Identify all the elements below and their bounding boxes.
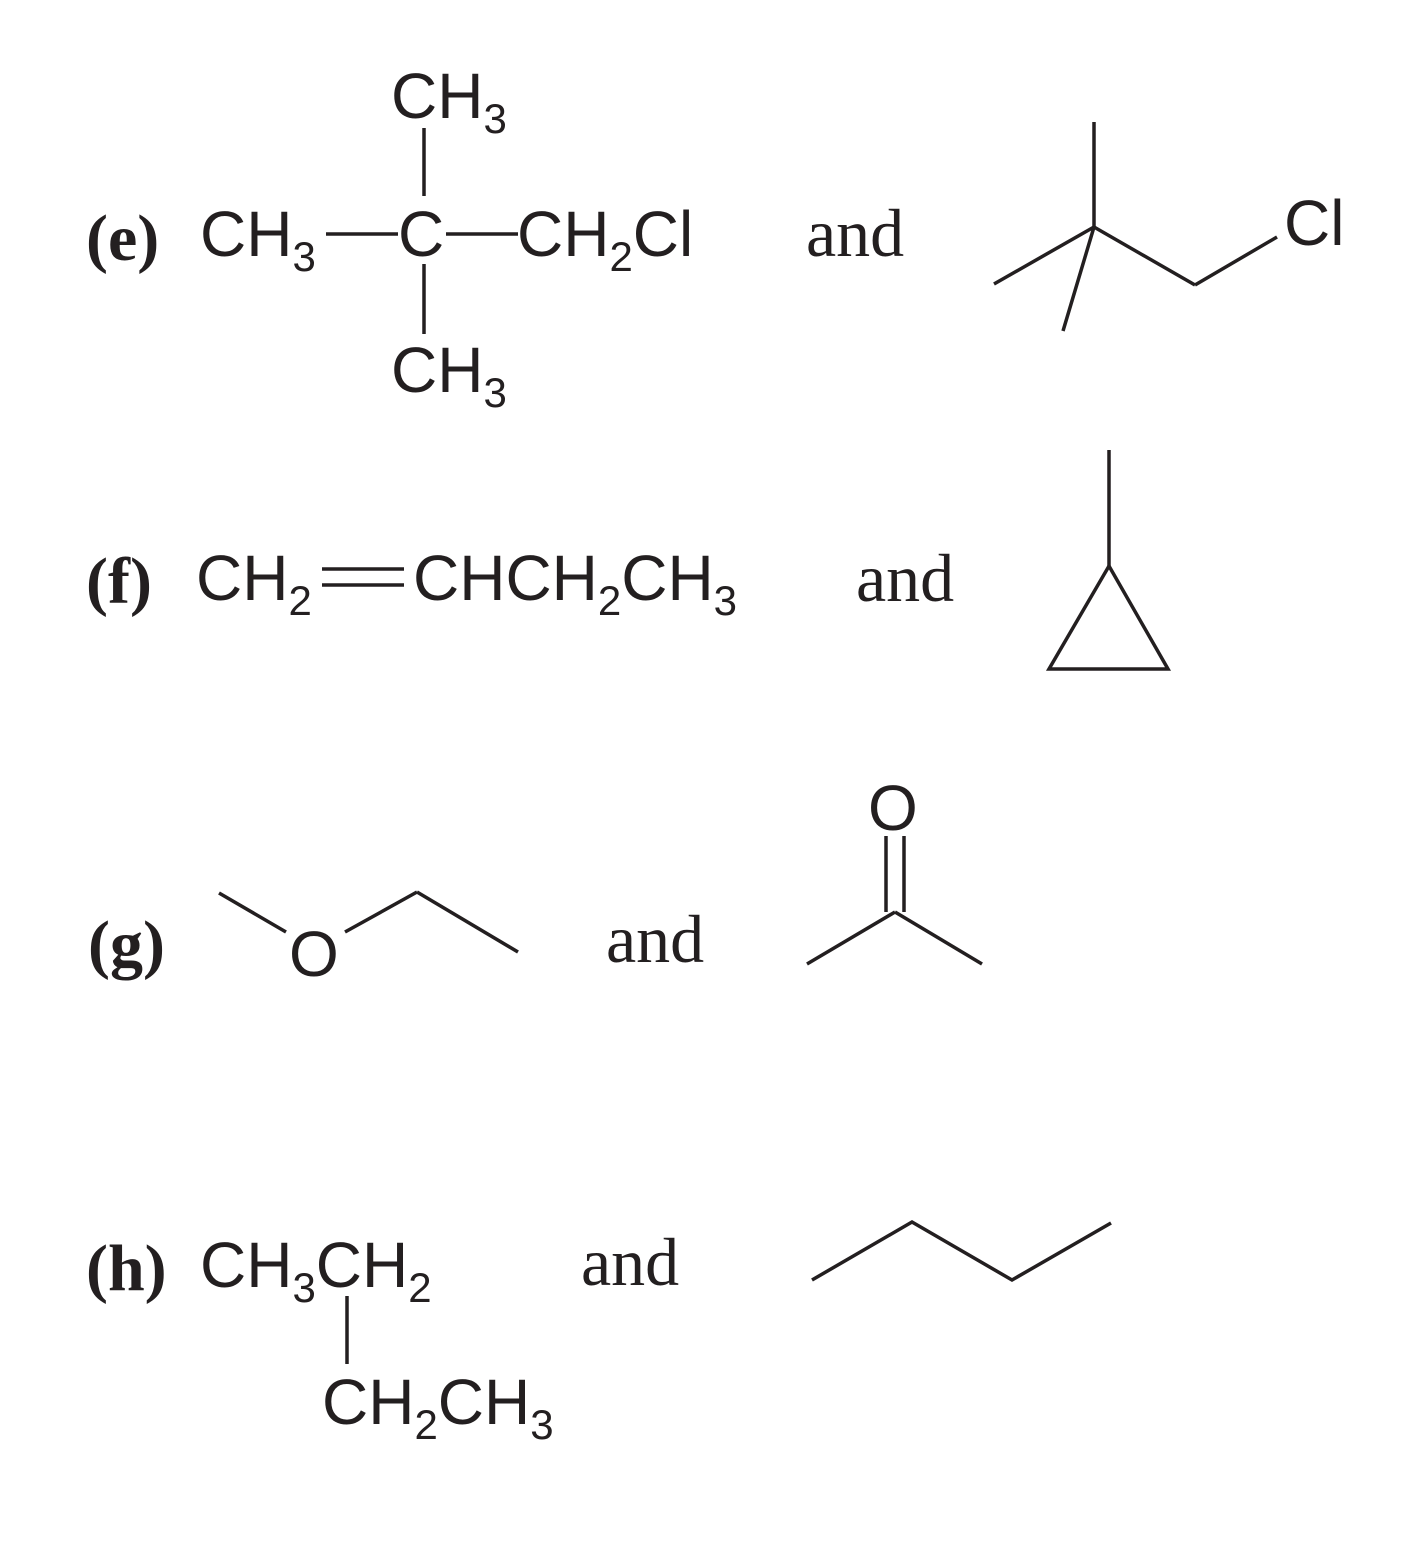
and-word-e: and (806, 195, 904, 271)
skeletal-bond (1061, 226, 1096, 332)
skeletal-structure-h (811, 1219, 1112, 1283)
skeletal-bond (218, 891, 287, 934)
top-ethyl-group: CH3CH2 (200, 1229, 432, 1311)
methylene-group: CH2 (196, 542, 312, 624)
skeletal-bond (1194, 235, 1278, 287)
skeletal-bond (1093, 225, 1196, 287)
and-word-f: and (856, 540, 954, 616)
skeletal-structure-f (1045, 450, 1172, 671)
skeletal-structure-e: Cl (993, 122, 1344, 332)
chlorine-atom: Cl (1284, 187, 1344, 259)
oxygen-atom: O (289, 918, 339, 990)
pair-label-f: (f) (86, 545, 152, 618)
pair-e: (e) CH3 CH3 C CH2Cl CH3 and Cl (86, 60, 1344, 416)
skeletal-bond (993, 225, 1095, 286)
skeletal-bond (416, 890, 519, 954)
skeletal-bond (894, 910, 983, 966)
skeletal-structure-g-ether: O (218, 890, 519, 990)
pair-label-g: (g) (88, 908, 165, 981)
condensed-formula-h: CH3CH2 CH2CH3 (200, 1229, 554, 1448)
condensed-formula-f: CH2 CHCH2CH3 (196, 542, 737, 624)
pair-h: (h) CH3CH2 CH2CH3 and (86, 1219, 1112, 1448)
bottom-ethyl-group: CH2CH3 (322, 1366, 554, 1448)
skeletal-structure-g-ketone: O (806, 772, 983, 966)
bottom-methyl: CH3 (391, 334, 507, 416)
pair-g: (g) O and O (88, 772, 983, 990)
condensed-formula-e: CH3 CH3 C CH2Cl CH3 (200, 60, 693, 416)
oxygen-atom: O (868, 772, 918, 844)
left-methyl: CH3 (200, 198, 316, 280)
butane-zigzag (811, 1219, 1112, 1283)
skeletal-bond (806, 910, 896, 966)
top-methyl: CH3 (391, 60, 507, 142)
and-word-g: and (606, 901, 704, 977)
and-word-h: and (581, 1224, 679, 1300)
butene-chain: CHCH2CH3 (413, 542, 737, 624)
central-carbon: C (398, 198, 444, 270)
pair-label-h: (h) (86, 1232, 167, 1305)
cyclopropane-ring (1045, 562, 1172, 671)
chloromethyl-group: CH2Cl (517, 198, 693, 280)
pair-label-e: (e) (86, 202, 159, 275)
pair-f: (f) CH2 CHCH2CH3 and (86, 450, 1172, 671)
skeletal-bond (344, 890, 418, 934)
